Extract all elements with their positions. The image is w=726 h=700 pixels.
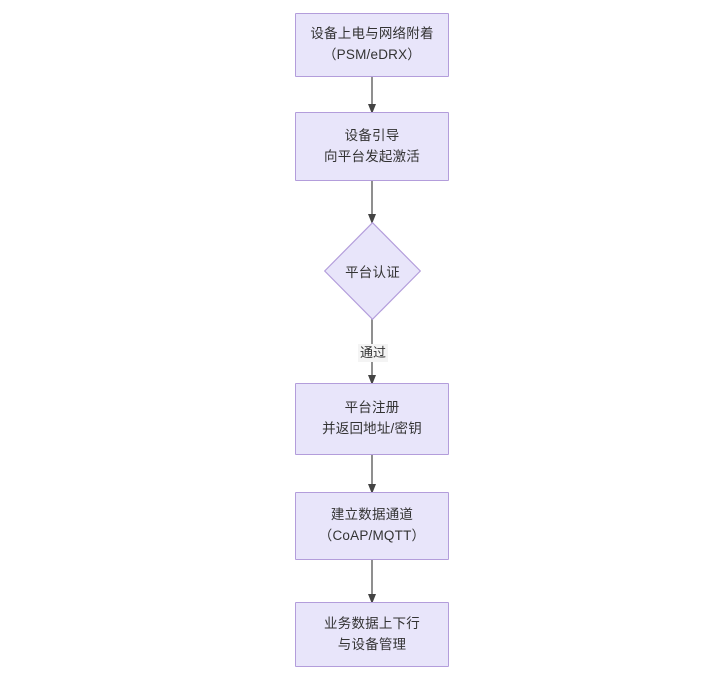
connector-data-channel-to-business-data [368,559,376,604]
connector-platform-register-to-data-channel [368,454,376,494]
node-data-channel-line1: 建立数据通道 [330,507,414,523]
node-business-data[interactable]: 业务数据上下行 与设备管理 [295,602,449,667]
node-bootstrap-line2: 向平台发起激活 [324,148,420,164]
node-bootstrap[interactable]: 设备引导 向平台发起激活 [295,112,449,181]
node-power-on[interactable]: 设备上电与网络附着 （PSM/eDRX） [295,13,449,77]
node-data-channel[interactable]: 建立数据通道 （CoAP/MQTT） [295,492,449,560]
node-platform-register-line1: 平台注册 [344,400,400,416]
node-power-on-line2: （PSM/eDRX） [322,47,422,62]
node-power-on-line1: 设备上电与网络附着 [310,26,434,42]
node-platform-auth-label: 平台认证 [345,265,400,280]
diamond-shape [324,222,421,320]
node-bootstrap-line1: 设备引导 [344,127,400,143]
node-business-data-line2: 与设备管理 [337,636,407,652]
connector-power-on-to-bootstrap [368,75,376,114]
connector-bootstrap-to-platform-auth [368,180,376,224]
node-business-data-line1: 业务数据上下行 [324,615,420,631]
node-platform-register[interactable]: 平台注册 并返回地址/密钥 [295,383,449,455]
node-platform-auth[interactable]: 平台认证 [324,222,421,320]
edge-label-pass: 通过 [358,344,389,362]
node-data-channel-line2: （CoAP/MQTT） [318,528,426,543]
node-platform-register-line2: 并返回地址/密钥 [322,421,422,436]
